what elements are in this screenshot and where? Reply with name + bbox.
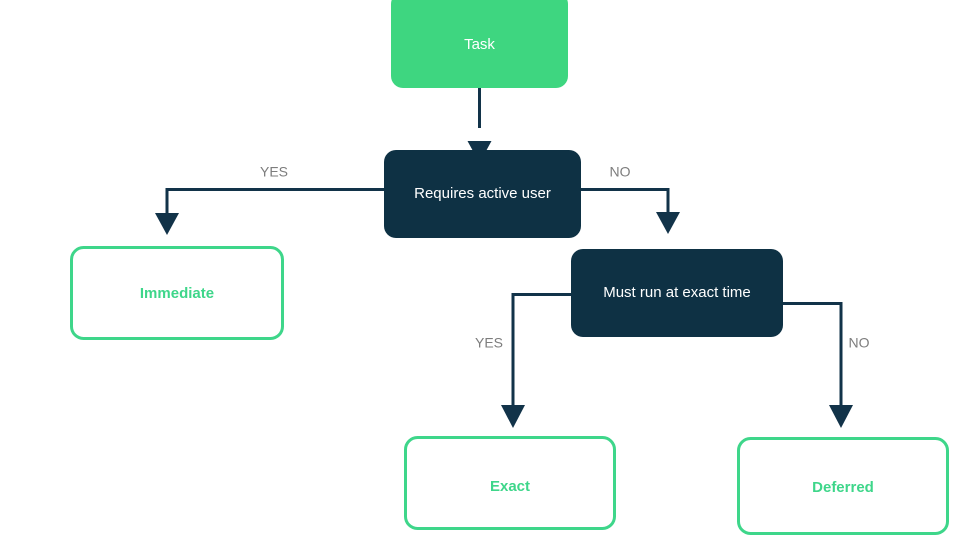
node-shape[interactable] xyxy=(571,249,783,337)
edge-label-no: NO xyxy=(610,164,631,180)
edge-mustrun-yes-exact: YES xyxy=(475,293,571,428)
node-requires-active-user[interactable]: Requires active user xyxy=(384,150,581,238)
edge-path xyxy=(165,188,384,213)
arrowhead-down-icon xyxy=(829,405,853,428)
edge-path xyxy=(783,302,843,405)
arrowhead-down-icon xyxy=(501,405,525,428)
node-shape[interactable] xyxy=(737,437,949,535)
node-immediate[interactable]: Immediate xyxy=(70,246,284,340)
node-deferred[interactable]: Deferred xyxy=(737,437,949,535)
edge-mustrun-no-deferred: NO xyxy=(783,302,870,428)
node-exact[interactable]: Exact xyxy=(404,436,616,530)
node-shape[interactable] xyxy=(70,246,284,340)
node-label: Immediate xyxy=(140,285,214,302)
arrowhead-down-icon xyxy=(656,212,680,234)
edge-layer: YES NO YES NO xyxy=(155,88,870,428)
edge-path xyxy=(581,188,670,212)
node-label: Requires active user xyxy=(414,185,551,202)
edge-requires-no-mustrun: NO xyxy=(581,164,680,234)
node-label: Task xyxy=(464,36,495,53)
edge-label-no: NO xyxy=(849,335,870,351)
edge-label-yes: YES xyxy=(260,164,288,180)
node-label: Deferred xyxy=(812,479,874,496)
arrowhead-down-icon xyxy=(155,213,179,235)
node-task[interactable]: Task xyxy=(391,0,568,88)
edge-requires-yes-immediate: YES xyxy=(155,164,384,235)
edge-label-yes: YES xyxy=(475,335,503,351)
node-shape[interactable] xyxy=(404,436,616,530)
node-label: Must run at exact time xyxy=(603,284,751,301)
node-layer: Task Requires active user Must run at ex… xyxy=(70,0,949,535)
node-label: Exact xyxy=(490,478,530,495)
node-shape[interactable] xyxy=(391,0,568,88)
node-must-run-at-exact-time[interactable]: Must run at exact time xyxy=(571,249,783,337)
node-shape[interactable] xyxy=(384,150,581,238)
edge-path xyxy=(511,293,571,405)
